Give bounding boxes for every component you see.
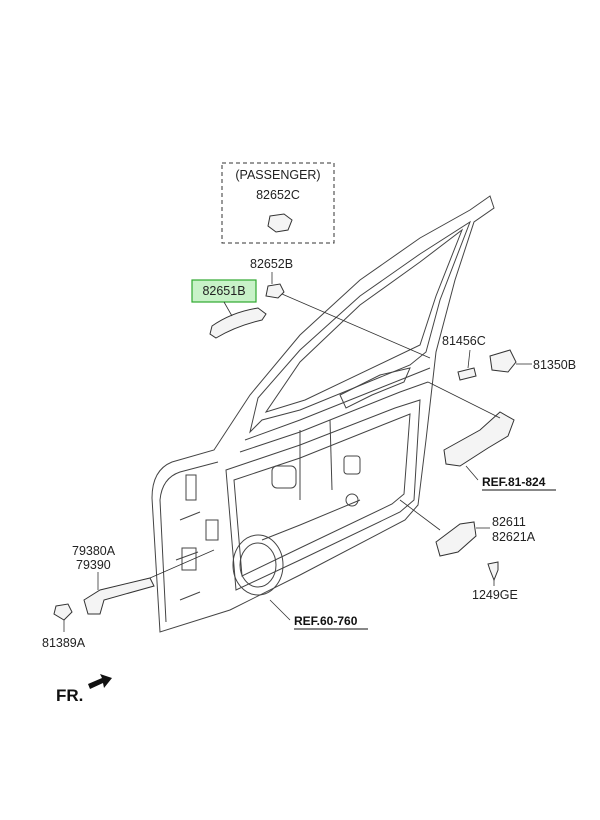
ref-81-824[interactable]: REF.81-824 xyxy=(482,475,556,491)
part-label-81456C: 81456C xyxy=(442,334,486,348)
fr-arrow-icon xyxy=(88,674,112,689)
part-label-82652C: 82652C xyxy=(256,188,300,202)
part-label-82651B: 82651B xyxy=(202,284,245,298)
part-81389A-shape xyxy=(53,603,73,621)
ref-60-760[interactable]: REF.60-760 xyxy=(294,614,368,630)
latch-shape xyxy=(443,411,515,467)
part-81456C-shape xyxy=(457,367,477,381)
part-81350B-shape xyxy=(489,349,517,373)
part-82651B-shape xyxy=(209,307,267,339)
part-82652C-shape xyxy=(267,213,293,233)
part-82652B-shape xyxy=(265,283,285,299)
part-label-81389A: 81389A xyxy=(42,636,86,650)
part-label-1249GE: 1249GE xyxy=(472,588,518,602)
front-direction-indicator: FR. xyxy=(56,674,112,705)
fr-label: FR. xyxy=(56,686,83,705)
part-82651B-highlight[interactable]: 82651B xyxy=(191,279,257,303)
passenger-box: (PASSENGER) 82652C xyxy=(221,162,335,244)
part-label-82611: 82611 xyxy=(492,515,526,529)
part-79390-shape xyxy=(83,577,155,615)
part-label-82652B: 82652B xyxy=(250,257,293,271)
part-1249GE-shape xyxy=(487,561,499,582)
passenger-title: (PASSENGER) xyxy=(235,168,320,182)
part-label-79390: 79390 xyxy=(76,558,111,572)
part-label-82621A: 82621A xyxy=(492,530,536,544)
part-82611-shape xyxy=(435,521,477,557)
part-label-79380A: 79380A xyxy=(72,544,116,558)
ref-label-60-760: REF.60-760 xyxy=(294,614,358,628)
ref-label-81-824: REF.81-824 xyxy=(482,475,546,489)
door-panel xyxy=(151,195,495,633)
part-label-81350B: 81350B xyxy=(533,358,576,372)
